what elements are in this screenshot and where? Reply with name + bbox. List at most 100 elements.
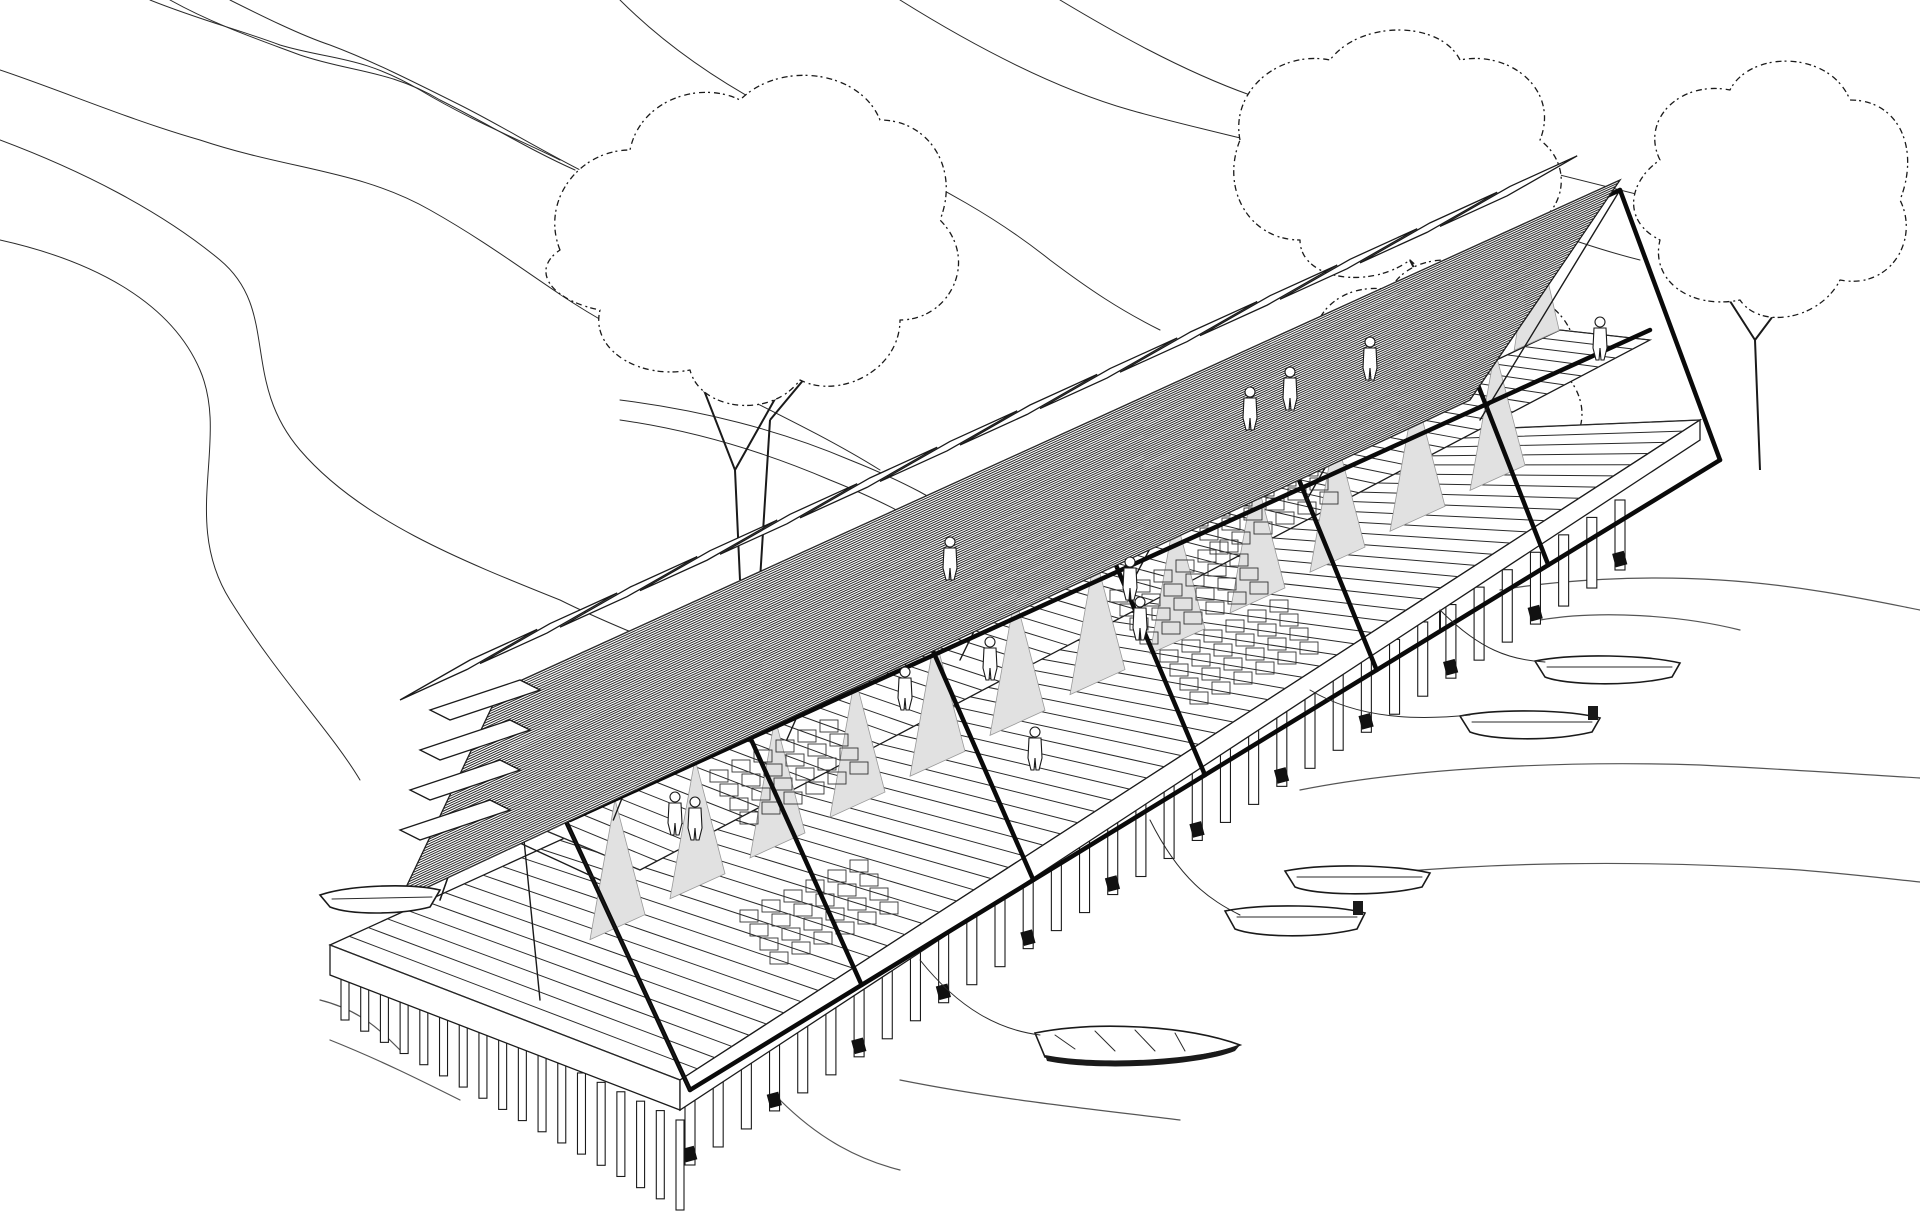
shelf-cell (751, 787, 771, 801)
shelf-cell (817, 757, 837, 771)
shelf-cell (1163, 583, 1183, 597)
roof-plank (447, 294, 1543, 801)
person-head (1029, 726, 1041, 738)
shelf-cell (729, 797, 749, 811)
roof-plank (437, 316, 1528, 822)
shelf-cell (1173, 597, 1193, 611)
contour-line (0, 239, 361, 781)
roof-panel (1039, 337, 1178, 410)
shelf-cell (1153, 569, 1173, 583)
person-body (982, 647, 998, 681)
roof-panel (719, 483, 858, 555)
roof-plank (473, 236, 1582, 746)
shelf-cell (819, 719, 839, 733)
ripple (1539, 614, 1741, 631)
pile (1586, 516, 1598, 589)
shelf-cell (1213, 643, 1233, 657)
roof-panel (559, 555, 698, 628)
gable-panel (418, 719, 532, 761)
pile (1304, 691, 1316, 769)
roof-plank (466, 252, 1571, 761)
shelf-cell (1249, 581, 1269, 595)
roof-plank (496, 185, 1617, 697)
shelf-cell (827, 771, 847, 785)
roof-plank (431, 329, 1519, 834)
shelf-cell (859, 873, 879, 887)
roof-plank (495, 189, 1614, 700)
shelf-cell (1151, 607, 1171, 621)
roof-plank (434, 322, 1523, 828)
shelf-cell (1159, 649, 1179, 663)
roof-plank (415, 364, 1495, 868)
shelf-cell (741, 773, 761, 787)
person-body (667, 802, 683, 836)
person (1242, 386, 1258, 431)
contour-line (229, 0, 591, 176)
person-head (944, 536, 956, 548)
deck-plank (348, 935, 698, 1070)
upper-plank (1541, 337, 1634, 350)
pile (1388, 638, 1401, 715)
pile (675, 1119, 685, 1211)
person (1122, 556, 1138, 601)
roof-panel (799, 446, 938, 519)
shelf-cell (1233, 671, 1253, 685)
shelf-cell (781, 927, 801, 941)
roof-plank (419, 354, 1501, 858)
roof-plank (486, 208, 1601, 718)
deck-plank (425, 900, 767, 1025)
shelf-cell (1211, 681, 1231, 695)
shoreline (1319, 862, 1920, 883)
shelf-cell (793, 903, 813, 917)
shelf-cell (1269, 599, 1289, 613)
tree (1633, 60, 1909, 471)
shelf-cell (829, 733, 849, 747)
roof-panel (1279, 228, 1418, 300)
pile (517, 1044, 527, 1122)
shelf-cell (1169, 663, 1189, 677)
person (1027, 726, 1043, 771)
shelf-cell (847, 897, 867, 911)
roof-panel (639, 519, 778, 592)
pile-marker (935, 983, 951, 1001)
person (1132, 596, 1148, 641)
longitudinal-beam (567, 327, 1653, 823)
shelf-cell (879, 901, 899, 915)
roof-plank (450, 287, 1547, 794)
deck-plank (1421, 441, 1666, 448)
shelf-cell (813, 931, 833, 945)
shelf-cell (825, 907, 845, 921)
person-body (1132, 607, 1148, 641)
pile (478, 1025, 488, 1099)
deck-plank (1325, 490, 1580, 499)
roof-plank (498, 182, 1619, 694)
person (897, 666, 913, 711)
deck-plank (329, 944, 681, 1081)
shelf-cell (797, 729, 817, 743)
shelf-cell (1255, 661, 1275, 675)
shelf-cell (739, 909, 759, 923)
shelf-cell (1185, 573, 1205, 587)
shelf-cell (1209, 541, 1229, 555)
shelf-cell (805, 781, 825, 795)
deck-plank (540, 848, 871, 958)
pile-marker (1020, 929, 1036, 946)
shelf-cell (1207, 563, 1227, 577)
boat (1033, 1025, 1243, 1067)
roof-plank (438, 313, 1530, 819)
roof-plank (464, 256, 1569, 764)
ripple (779, 1099, 901, 1171)
deck-plank (482, 874, 819, 992)
pile (1219, 743, 1232, 823)
roof-plank (424, 345, 1508, 849)
shelf-cell (1229, 553, 1249, 567)
person-head (689, 796, 701, 808)
rafter-back (1479, 189, 1621, 421)
deck-plank (1402, 453, 1649, 457)
roof-plank (445, 297, 1541, 804)
pile-marker (1189, 821, 1205, 838)
shelf-cell (1175, 559, 1195, 573)
pile (636, 1100, 646, 1189)
